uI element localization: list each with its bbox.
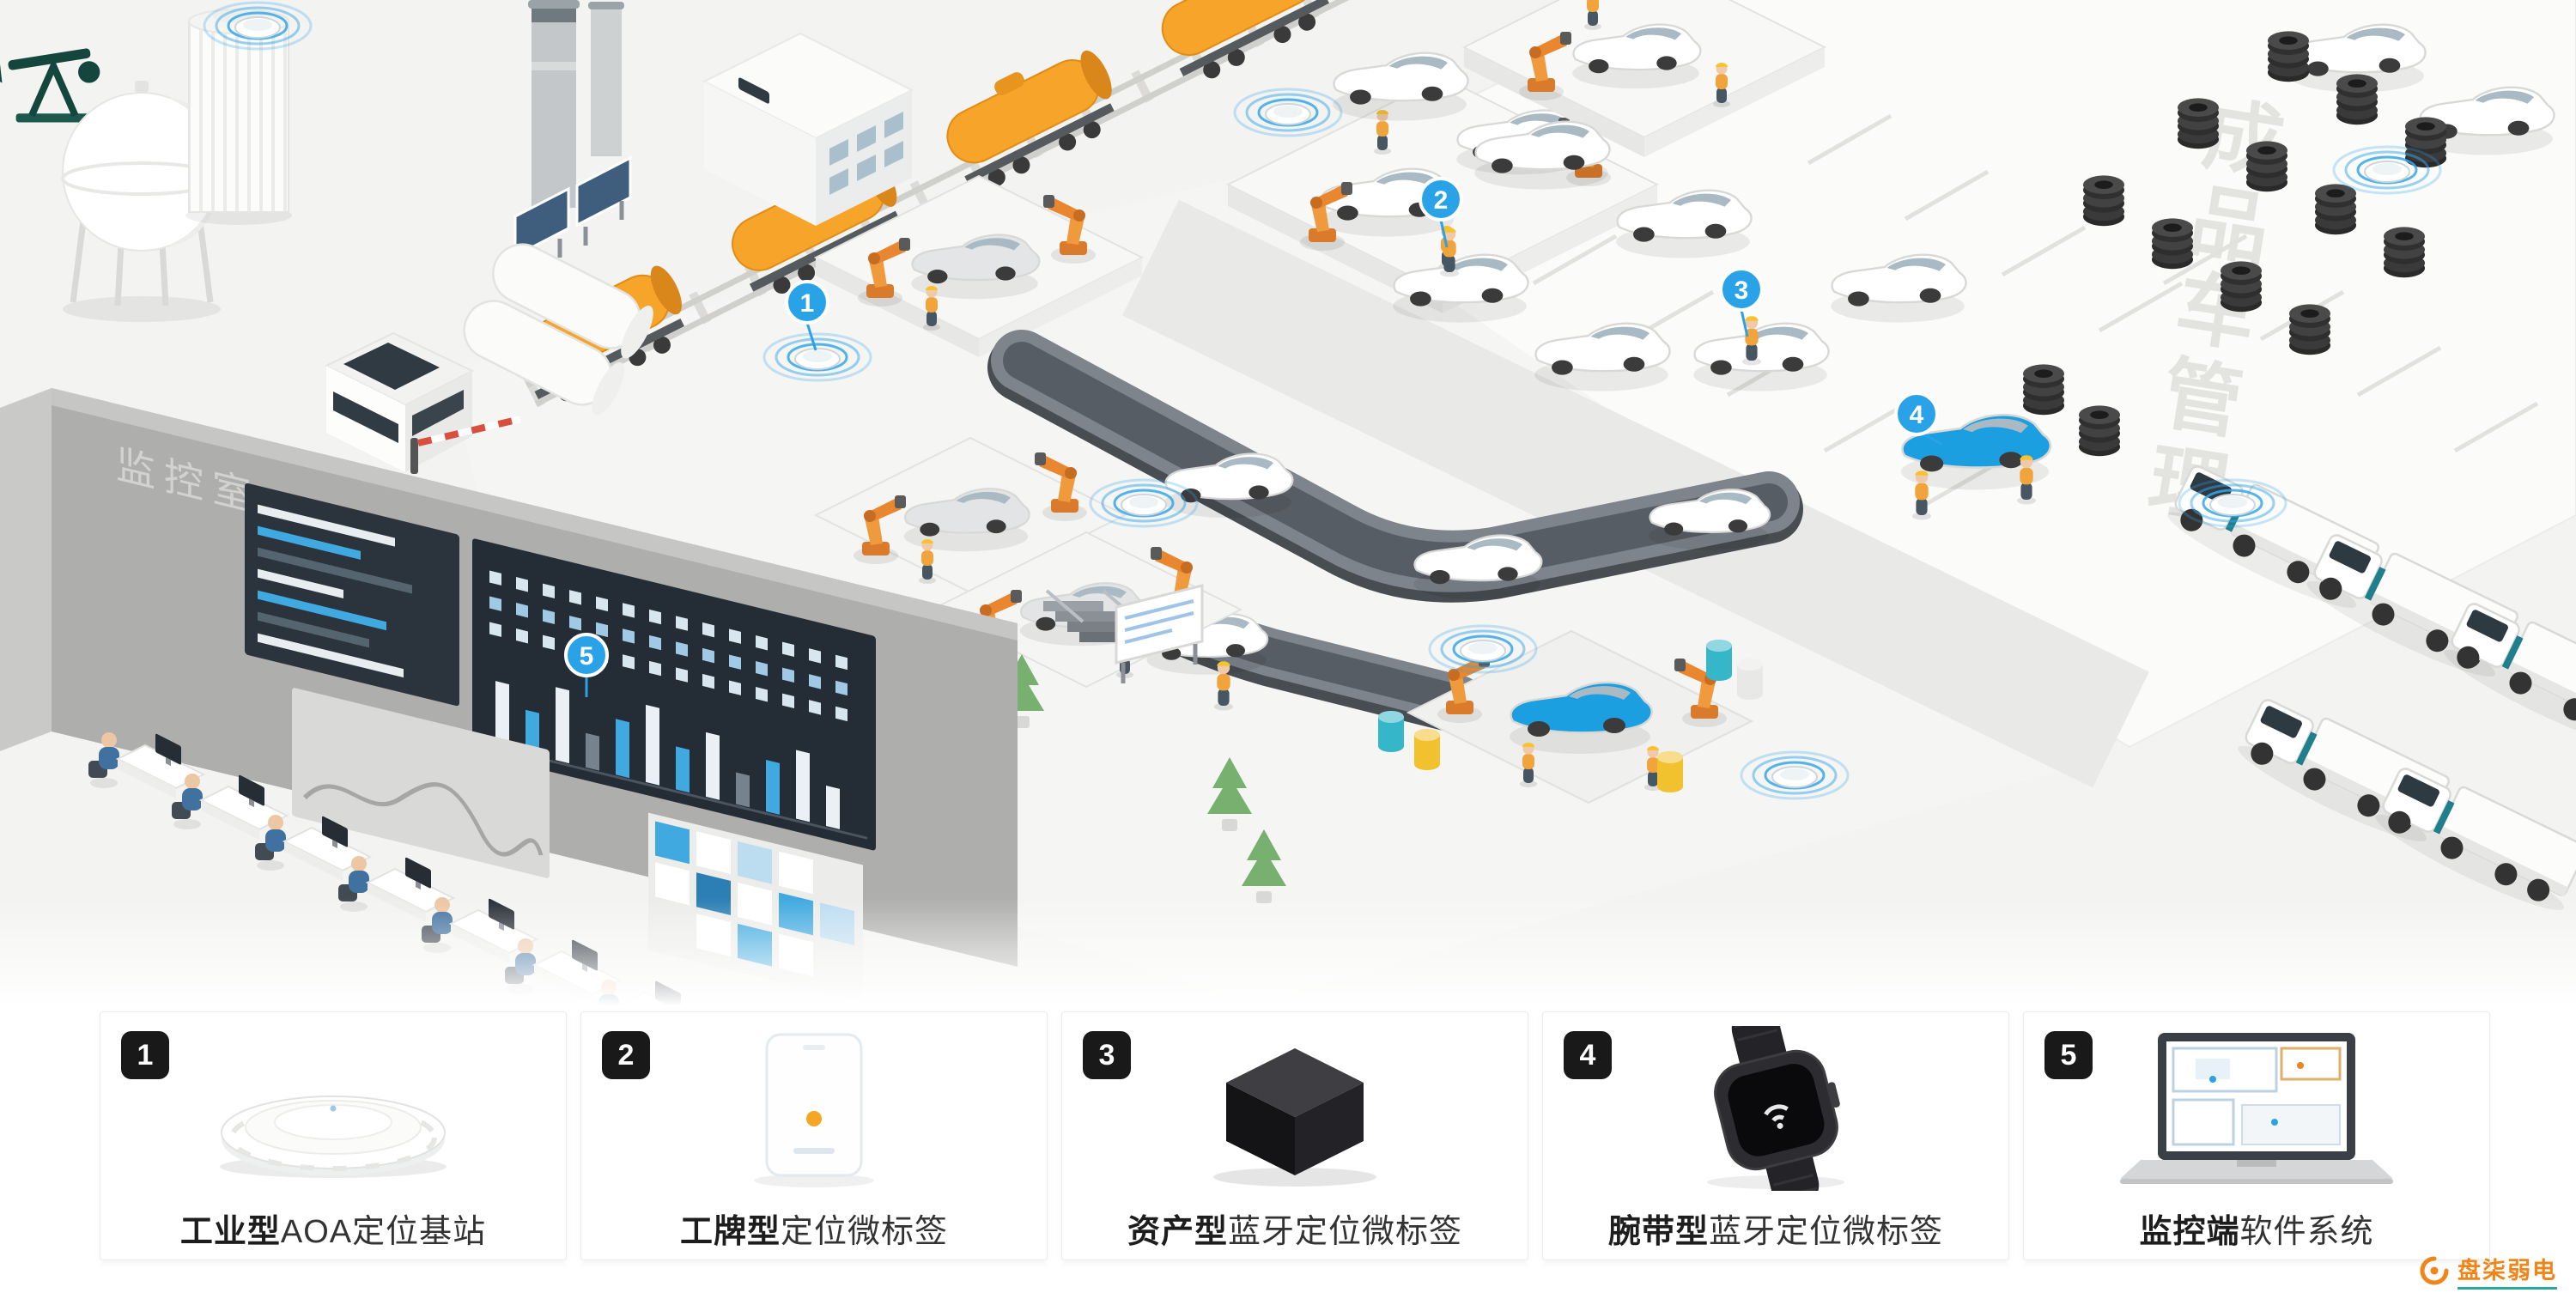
callout-2: 2 (1419, 177, 1463, 248)
wristband-bluetooth-tag-image (1543, 1026, 2008, 1191)
card-number-badge: 2 (602, 1031, 650, 1079)
isometric-scene: 成品车管理 (0, 0, 2576, 1005)
legend-card-wristband-tag: 4 腕带型蓝牙定位微标签 (1542, 1011, 2009, 1260)
badge-positioning-tag-image (581, 1026, 1047, 1191)
factory-building (702, 32, 914, 226)
guard-house (324, 331, 475, 472)
brand-logo-icon (2420, 1256, 2449, 1285)
legend-card-software: 5 监控端软件系统 (2023, 1011, 2490, 1260)
monitoring-software-laptop-image (2024, 1026, 2489, 1191)
asset-bluetooth-tag-image (1062, 1026, 1528, 1191)
svg-text:5: 5 (580, 642, 594, 671)
callout-1: 1 (785, 280, 829, 351)
assembly-platform-b (1461, 0, 1827, 157)
card-label: 腕带型蓝牙定位微标签 (1607, 1214, 1944, 1250)
plant-road (1122, 199, 2149, 788)
card-label: 工业型AOA定位基站 (179, 1214, 487, 1250)
badge-number: 3 (1098, 1038, 1115, 1071)
legend-card-asset-tag: 3 资产型蓝牙定位微标签 (1061, 1011, 1528, 1260)
badge-number: 5 (2060, 1038, 2077, 1071)
info-board (1115, 584, 1233, 711)
card-number-badge: 4 (1564, 1031, 1612, 1079)
stairs (1043, 589, 1141, 642)
callout-4: 4 (1894, 392, 1943, 446)
badge-number: 1 (137, 1038, 154, 1071)
card-number-badge: 5 (2044, 1031, 2093, 1079)
legend-card-aoa-station: 1 工业型AOA定位基站 (100, 1011, 567, 1260)
card-number-badge: 1 (121, 1031, 169, 1079)
monitor-room-side-wall (0, 388, 52, 751)
badge-number: 2 (617, 1038, 635, 1071)
brand-watermark: 盘柒弱电 (2420, 1252, 2557, 1290)
barrier-gate (410, 416, 521, 474)
svg-text:3: 3 (1735, 276, 1749, 305)
badge-number: 4 (1579, 1038, 1596, 1071)
conveyor-belt-main (987, 330, 1803, 603)
legend-card-badge-tag: 2 工牌型定位微标签 (580, 1011, 1048, 1260)
callout-5: 5 (564, 633, 609, 697)
svg-text:1: 1 (800, 289, 815, 318)
svg-text:4: 4 (1910, 401, 1924, 429)
horizontal-tanks (463, 243, 653, 416)
sphere-tank (61, 81, 222, 322)
card-label: 工牌型定位微标签 (679, 1214, 949, 1250)
industrial-aoa-base-station-image (100, 1026, 566, 1191)
callout-3: 3 (1719, 267, 1764, 337)
product-legend: 1 工业型AOA定位基站 2 (100, 1011, 2490, 1260)
card-label: 监控端软件系统 (2139, 1214, 2374, 1250)
brand-name: 盘柒弱电 (2458, 1252, 2557, 1290)
card-label: 资产型蓝牙定位微标签 (1127, 1214, 1463, 1250)
chimneys (528, 0, 624, 208)
card-number-badge: 3 (1083, 1031, 1131, 1079)
svg-text:2: 2 (1434, 186, 1449, 215)
